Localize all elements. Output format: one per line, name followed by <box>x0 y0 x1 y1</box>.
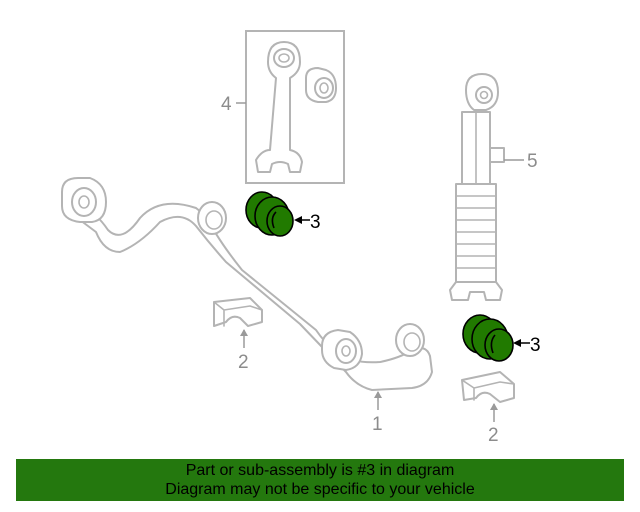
stabilizer-link[interactable] <box>245 30 345 184</box>
callout-1: 1 <box>372 391 383 435</box>
bushing-lower[interactable] <box>462 314 514 362</box>
callout-label-5: 5 <box>527 151 538 172</box>
callout-4: 4 <box>221 94 246 115</box>
callout-label-2-left: 2 <box>238 352 249 373</box>
banner-line-2: Diagram may not be specific to your vehi… <box>165 481 475 498</box>
bracket-left[interactable] <box>213 297 263 327</box>
callout-label-3-lower: 3 <box>530 335 541 356</box>
callout-5: 5 <box>504 151 538 172</box>
callout-label-2-right: 2 <box>488 425 499 446</box>
bracket-right[interactable] <box>461 371 515 403</box>
callout-3-upper: 3 <box>294 212 321 233</box>
bushing-upper[interactable] <box>245 191 294 237</box>
callout-2-right: 2 <box>488 403 499 446</box>
callout-label-1: 1 <box>372 414 383 435</box>
info-banner: Part or sub-assembly is #3 in diagram Di… <box>16 459 624 501</box>
callout-label-4: 4 <box>221 94 232 115</box>
callout-label-3-upper: 3 <box>310 212 321 233</box>
banner-line-1: Part or sub-assembly is #3 in diagram <box>185 462 455 479</box>
callout-2-left: 2 <box>238 329 249 373</box>
shock-absorber[interactable] <box>449 73 505 301</box>
callout-3-lower: 3 <box>513 335 541 356</box>
stabilizer-bar[interactable] <box>61 177 433 391</box>
